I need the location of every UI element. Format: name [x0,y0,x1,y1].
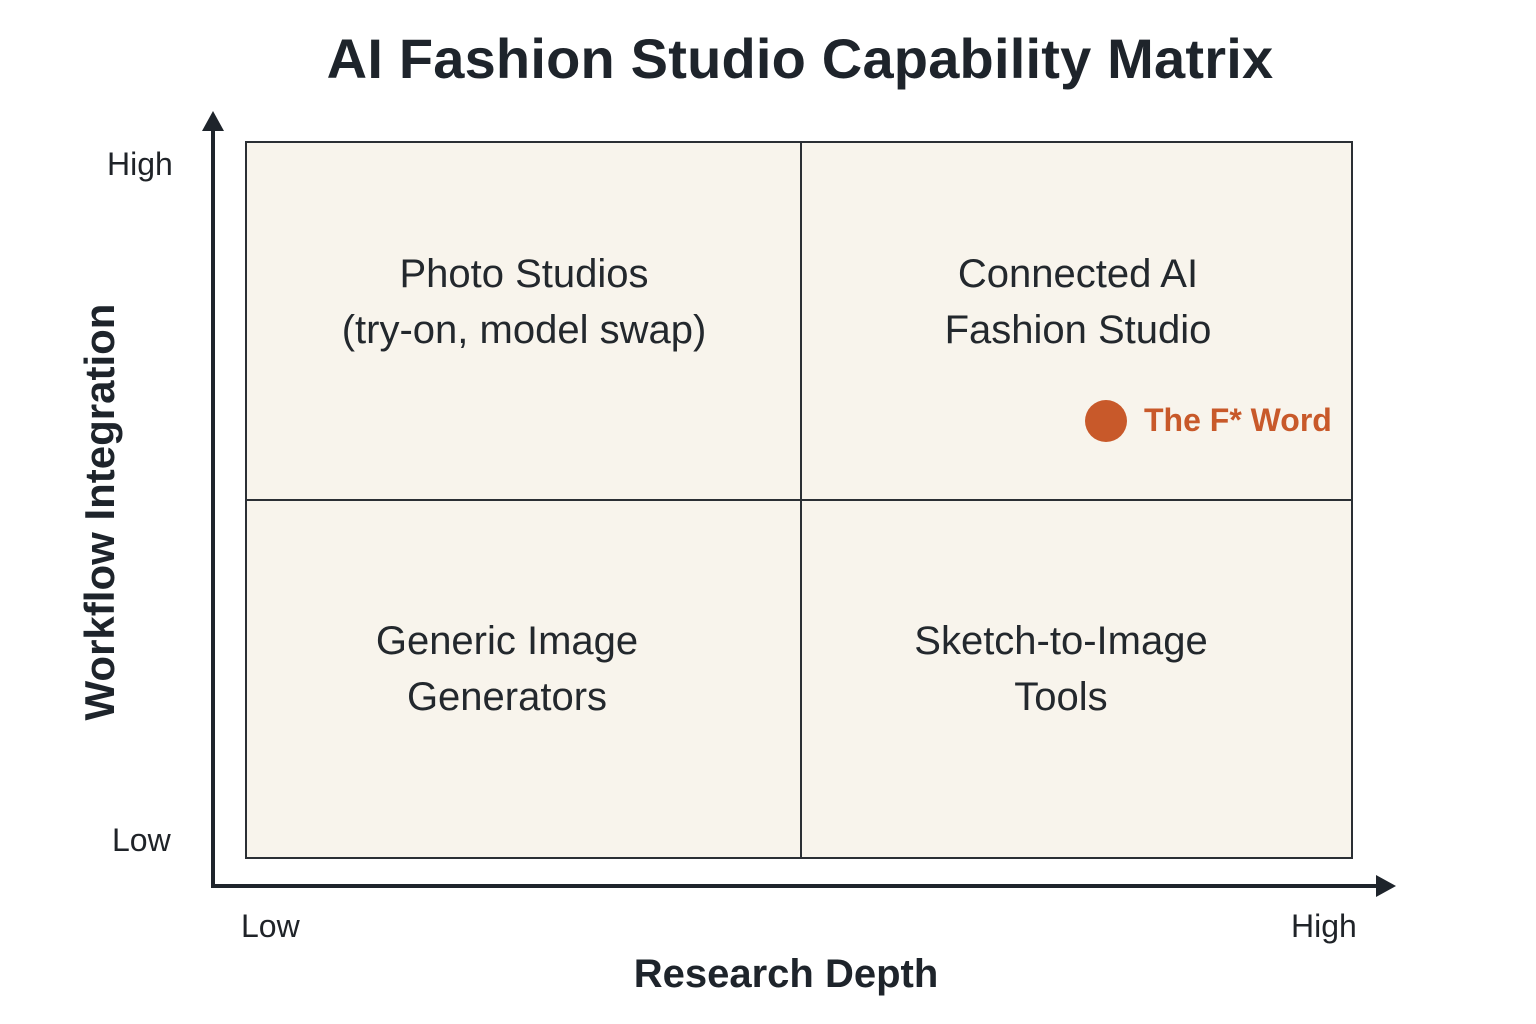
diagram-title: AI Fashion Studio Capability Matrix [326,27,1274,90]
x-axis-line [211,884,1381,888]
y-axis-low-label: Low [112,822,171,858]
quadrant-bottom-right: Sketch-to-Image Tools [801,613,1321,725]
x-axis-title: Research Depth [633,952,939,996]
capability-matrix: Photo Studios (try-on, model swap) Conne… [245,141,1353,859]
y-axis-arrowhead [202,111,224,131]
quadrant-top-right-line1: Connected AI [957,252,1199,296]
quadrant-top-left-line1: Photo Studios [399,252,649,296]
quadrant-top-left: Photo Studios (try-on, model swap) [247,246,801,358]
quadrant-bottom-left: Generic Image Generators [247,613,767,725]
y-axis-line [211,122,215,888]
y-axis-title: Workflow Integration [76,303,123,721]
quadrant-bottom-right-line1: Sketch-to-Image [914,619,1208,663]
quadrant-bottom-left-line2: Generators [406,675,608,719]
quadrant-top-right-line2: Fashion Studio [944,308,1212,352]
x-axis-arrowhead [1376,875,1396,897]
highlight-point-label: The F* Word [1144,402,1332,438]
x-axis-high-label: High [1291,908,1357,944]
highlight-point-marker [1085,400,1127,442]
y-axis-high-label: High [107,146,173,182]
quadrant-bottom-right-line2: Tools [1014,675,1108,719]
quadrant-bottom-left-line1: Generic Image [375,619,639,663]
x-axis-low-label: Low [241,908,300,944]
matrix-horizontal-divider [247,499,1351,501]
quadrant-top-right: Connected AI Fashion Studio [801,246,1355,358]
quadrant-top-left-line2: (try-on, model swap) [341,308,707,352]
